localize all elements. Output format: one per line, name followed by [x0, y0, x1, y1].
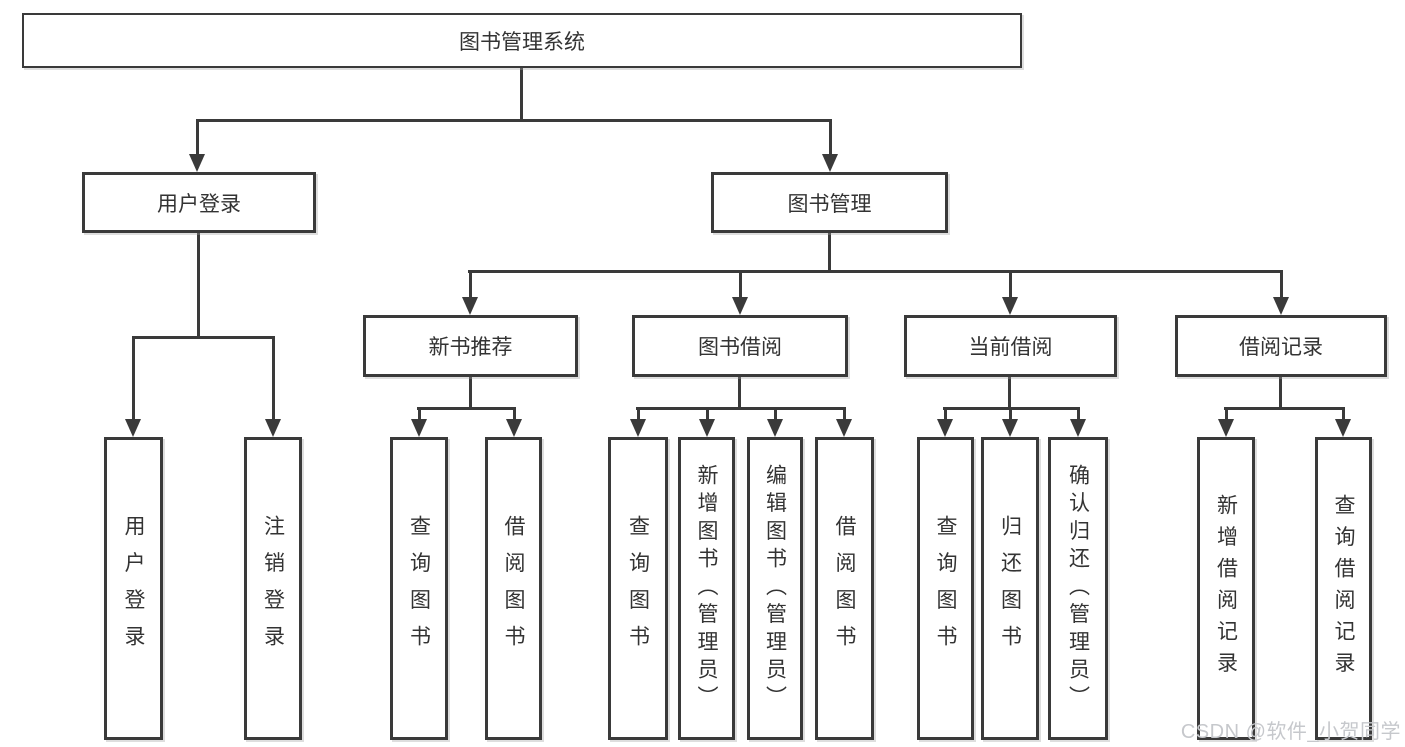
leaf-record-query-label: 查询借阅记录 [1332, 494, 1355, 683]
connector-root-stem [520, 68, 523, 120]
connector-arrow-current-borrow [1002, 270, 1018, 315]
connector-arrow-book-mgmt [822, 119, 838, 172]
node-borrowing-records: 借阅记录 [1175, 315, 1387, 377]
connector-root-bar [196, 119, 832, 122]
leaf-borrow-add-book-label: 新增图书（管理员） [695, 463, 718, 714]
connector-borrowrecord-bar [1224, 407, 1345, 410]
leaf-newbook-query-label: 查询图书 [407, 515, 431, 662]
node-user-login-label: 用户登录 [157, 192, 241, 216]
node-current-borrowing-label: 当前借阅 [968, 336, 1053, 359]
node-root-label: 图书管理系统 [459, 30, 585, 54]
connector-bookborrow-stem [738, 377, 741, 410]
leaf-logout-label: 注销登录 [261, 515, 285, 662]
leaf-newbook-query: 查询图书 [390, 437, 448, 740]
connector-userlogin-stem [197, 233, 200, 339]
connector-arrow-e2 [1335, 407, 1351, 437]
connector-arrow-c3 [767, 407, 783, 437]
leaf-newbook-borrow-label: 借阅图书 [502, 515, 525, 662]
connector-arrow-d1 [937, 407, 953, 437]
connector-arrow-c4 [836, 407, 852, 437]
connector-arrow-borrow-record [1273, 270, 1289, 315]
node-book-borrowing-label: 图书借阅 [698, 336, 782, 359]
node-user-login: 用户登录 [82, 172, 316, 233]
leaf-borrow-edit-book: 编辑图书（管理员） [747, 437, 803, 740]
leaf-current-return-label: 归还图书 [998, 515, 1022, 662]
leaf-user-login: 用户登录 [104, 437, 163, 740]
connector-bookborrow-bar [636, 407, 846, 410]
node-book-management: 图书管理 [711, 172, 948, 233]
leaf-record-add: 新增借阅记录 [1197, 437, 1255, 740]
node-new-book-recommend-label: 新书推荐 [428, 336, 513, 359]
connector-arrow-c1 [630, 407, 646, 437]
connector-arrow-d2 [1002, 407, 1018, 437]
connector-arrow-book-borrow [732, 270, 748, 315]
leaf-current-query: 查询图书 [917, 437, 974, 740]
leaf-record-query: 查询借阅记录 [1315, 437, 1372, 740]
node-borrowing-records-label: 借阅记录 [1239, 336, 1323, 359]
leaf-borrow-edit-book-label: 编辑图书（管理员） [763, 463, 787, 714]
connector-borrowrecord-stem [1279, 377, 1282, 410]
connector-arrow-b2 [506, 407, 522, 437]
node-book-borrowing: 图书借阅 [632, 315, 848, 377]
connector-newbook-stem [469, 377, 472, 410]
leaf-current-confirm-return-label: 确认归还（管理员） [1066, 463, 1090, 714]
connector-arrow-new-book [462, 270, 478, 315]
connector-arrow-e1 [1218, 407, 1234, 437]
node-book-management-label: 图书管理 [787, 192, 872, 216]
connector-arrow-b1 [411, 407, 427, 437]
connector-newbook-bar [417, 407, 516, 410]
connector-bookmgmt-bar [468, 270, 1283, 273]
connector-currentborrow-stem [1008, 377, 1011, 410]
leaf-newbook-borrow: 借阅图书 [485, 437, 542, 740]
leaf-current-confirm-return: 确认归还（管理员） [1048, 437, 1108, 740]
connector-arrow-login [125, 336, 141, 437]
connector-arrow-d3 [1070, 407, 1086, 437]
connector-bookmgmt-stem [828, 233, 831, 273]
leaf-borrow-query: 查询图书 [608, 437, 668, 740]
leaf-current-query-label: 查询图书 [934, 515, 957, 662]
leaf-borrow-borrow-book: 借阅图书 [815, 437, 874, 740]
node-root: 图书管理系统 [22, 13, 1022, 68]
node-current-borrowing: 当前借阅 [904, 315, 1117, 377]
connector-userlogin-bar [132, 336, 275, 339]
connector-arrow-user-login [189, 119, 205, 172]
leaf-borrow-borrow-book-label: 借阅图书 [833, 515, 856, 662]
leaf-record-add-label: 新增借阅记录 [1214, 494, 1238, 683]
leaf-user-login-label: 用户登录 [122, 515, 145, 662]
leaf-logout: 注销登录 [244, 437, 302, 740]
leaf-borrow-query-label: 查询图书 [626, 515, 650, 662]
csdn-watermark: CSDN @软件_小贺同学 [1180, 721, 1401, 743]
connector-currentborrow-bar [943, 407, 1080, 410]
leaf-current-return: 归还图书 [981, 437, 1039, 740]
connector-arrow-logout [265, 336, 281, 437]
leaf-borrow-add-book: 新增图书（管理员） [678, 437, 735, 740]
connector-arrow-c2 [699, 407, 715, 437]
node-new-book-recommend: 新书推荐 [363, 315, 578, 377]
